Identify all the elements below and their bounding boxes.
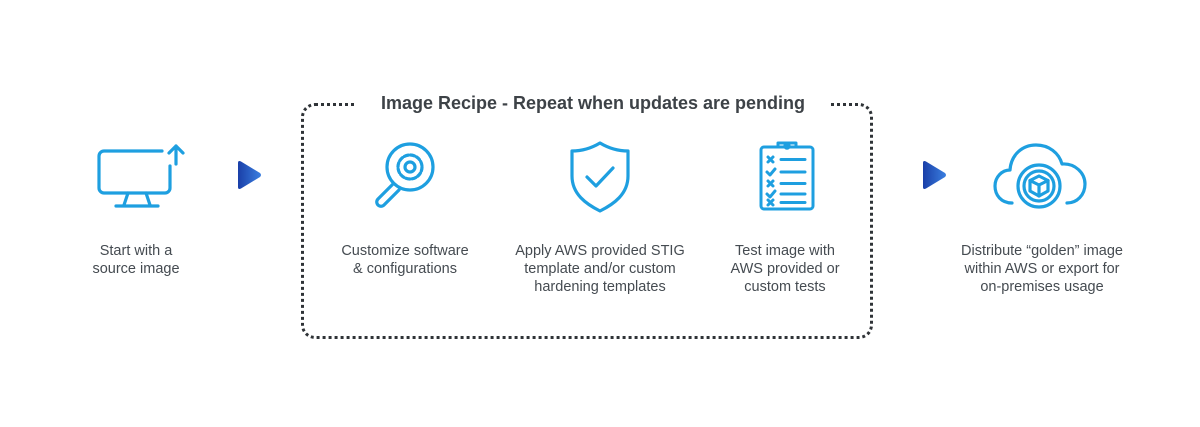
clipboard-checklist-icon — [759, 141, 815, 211]
monitor-upload-icon — [97, 144, 185, 208]
step-label-customize: Customize software& configurations — [341, 243, 469, 277]
flow-arrow-icon — [923, 161, 946, 189]
recipe-title: Image Recipe - Repeat when updates are p… — [356, 86, 830, 120]
cloud-package-icon — [993, 143, 1087, 209]
flow-arrow-icon — [238, 161, 261, 189]
shield-check-icon — [570, 141, 630, 213]
image-recipe-container — [301, 103, 873, 339]
magnifier-gear-icon — [375, 142, 435, 208]
